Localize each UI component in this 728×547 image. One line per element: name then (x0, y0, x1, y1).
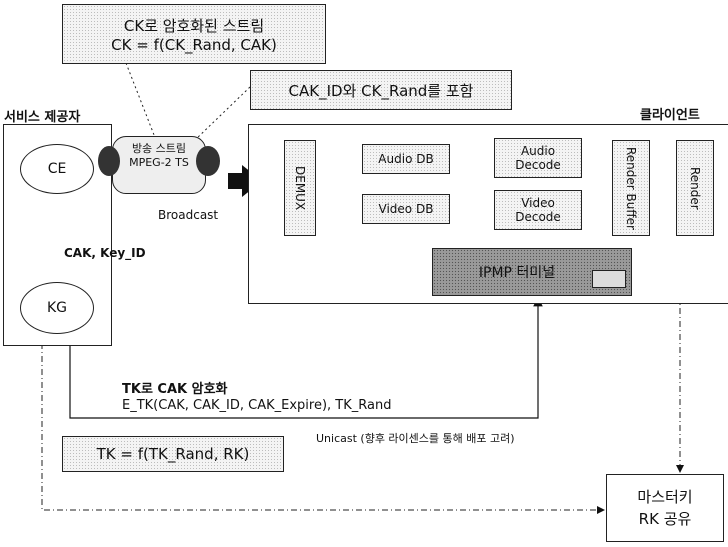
ck-formula: CK = f(CK_Rand, CAK) (111, 36, 277, 54)
audio-decode-label-1: Audio (521, 144, 555, 158)
stream-label-2: MPEG-2 TS (129, 156, 189, 170)
video-decode-label-1: Video (521, 196, 555, 210)
ck-callout-leader (126, 63, 156, 140)
master-key-box: 마스터키 RK 공유 (606, 474, 724, 542)
render-buffer-box: Render Buffer (612, 140, 650, 236)
audio-decode-box: Audio Decode (494, 138, 582, 178)
tk-encryption-title: TK로 CAK 암호화 (122, 378, 228, 397)
video-decode-label-2: Decode (515, 210, 561, 224)
master-key-label-1: 마스터키 (637, 486, 692, 508)
ipmp-key-slot (592, 270, 626, 288)
tk-encryption-formula: E_TK(CAK, CAK_ID, CAK_Expire), TK_Rand (122, 398, 391, 413)
client-title: 클라이언트 (640, 104, 700, 123)
ck-stream-title: CK로 암호화된 스트림 (124, 15, 264, 36)
video-decode-box: Video Decode (494, 190, 582, 230)
ipmp-terminal-label: IPMP 터미널 (479, 262, 555, 282)
stream-label-1: 방송 스트림 (132, 142, 186, 156)
ce-node: CE (20, 144, 94, 194)
audio-decode-label-2: Decode (515, 158, 561, 172)
demux-box: DEMUX (284, 140, 316, 236)
broadcast-label: Broadcast (158, 208, 218, 222)
ck-stream-callout: CK로 암호화된 스트림 CK = f(CK_Rand, CAK) (62, 4, 326, 64)
render-buffer-label: Render Buffer (624, 147, 638, 230)
render-box: Render (676, 140, 714, 236)
cak-id-note: CAK_ID와 CK_Rand를 포함 (250, 70, 512, 110)
kg-node: KG (20, 282, 94, 334)
unicast-note: Unicast (향후 라이센스를 통해 배포 고려) (316, 430, 515, 446)
demux-label: DEMUX (293, 166, 307, 210)
service-provider-title: 서비스 제공자 (4, 106, 80, 125)
audio-db-box: Audio DB (362, 144, 450, 174)
master-key-label-2: RK 공유 (639, 508, 692, 530)
render-label: Render (688, 167, 702, 210)
cak-key-id-label: CAK, Key_ID (64, 246, 146, 260)
kg-to-masterkey-line (42, 330, 604, 510)
ipmp-to-masterkey-line (612, 285, 680, 472)
video-db-box: Video DB (362, 194, 450, 224)
tk-formula-box: TK = f(TK_Rand, RK) (62, 436, 284, 472)
broadcast-stream-icon: 방송 스트림 MPEG-2 TS (98, 132, 222, 198)
